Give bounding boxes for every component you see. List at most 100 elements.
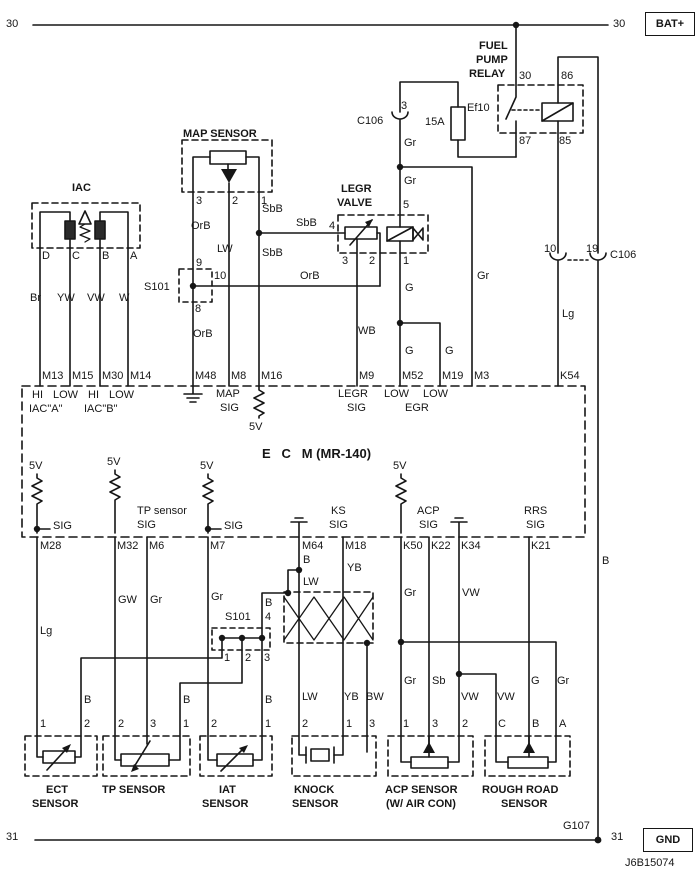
- label-relay-title-1: FUEL: [479, 40, 508, 52]
- label-fuse-rating: 15A: [425, 116, 445, 128]
- label-knock-pin-1: 1: [346, 718, 353, 730]
- label-wire-g-2: G: [405, 345, 414, 357]
- label-wire-yb-1: YB: [347, 562, 362, 574]
- label-acp-sig: SIG: [419, 519, 438, 531]
- label-fuse-name: Ef10: [467, 102, 490, 114]
- label-iac-pin-b: B: [102, 250, 110, 262]
- label-acp-name-2: (W/ AIR CON): [386, 798, 456, 810]
- label-wire-wb: WB: [358, 325, 376, 337]
- label-v5-m16: 5V: [249, 421, 263, 433]
- ect-sensor-box: [24, 735, 98, 777]
- iat-sensor-box: [199, 735, 273, 777]
- label-ecm-pin-k22: K22: [431, 540, 451, 552]
- label-map-sig-1: MAP: [216, 388, 240, 400]
- gnd-terminal-label: GND: [655, 834, 681, 846]
- label-acp-pin-3: 3: [432, 718, 439, 730]
- label-ect-pin-2: 2: [84, 718, 91, 730]
- label-v5-k50: 5V: [393, 460, 407, 472]
- label-wire-vw-k34b: VW: [461, 691, 479, 703]
- label-ecm-pin-m8: M8: [231, 370, 247, 382]
- label-wire-sbb-2: SbB: [296, 217, 317, 229]
- connector-c106-icon: [391, 111, 607, 841]
- map-sensor-box: [181, 139, 339, 387]
- label-tp-sig: SIG: [137, 519, 156, 531]
- label-knock-name-2: SENSOR: [292, 798, 339, 810]
- label-iat-name-2: SENSOR: [202, 798, 249, 810]
- label-iac-hi-1: HI: [32, 389, 43, 401]
- bat-terminal: BAT+: [645, 12, 695, 36]
- label-wire-gr-1: Gr: [404, 137, 417, 149]
- label-relay-pin-30: 30: [519, 70, 532, 82]
- label-drawing-code: J6B15074: [625, 857, 675, 869]
- label-relay-pin-87: 87: [519, 135, 532, 147]
- label-tp-pin-1: 1: [183, 718, 190, 730]
- label-iat-pin-2: 2: [211, 718, 218, 730]
- label-iac-low-2: LOW: [109, 389, 135, 401]
- label-wire-gr-k50b: Gr: [404, 675, 417, 687]
- label-c106b-pin-19: 19: [586, 243, 599, 255]
- label-legr-pin-2: 2: [369, 255, 376, 267]
- label-wire-g-1: G: [405, 282, 414, 294]
- label-wire-sb: Sb: [432, 675, 446, 687]
- label-relay-title-2: PUMP: [476, 54, 508, 66]
- label-bus-30-right: 30: [613, 18, 626, 30]
- label-bus-31-left: 31: [6, 831, 19, 843]
- label-map-pin-2: 2: [232, 195, 239, 207]
- label-iac-low-1: LOW: [53, 389, 79, 401]
- label-wire-vw-iac: VW: [87, 292, 105, 304]
- label-wire-lw-3: LW: [302, 691, 318, 703]
- label-rrs-lbl: RRS: [524, 505, 548, 517]
- label-connector-c106b: C106: [610, 249, 637, 261]
- label-iac-pin-d: D: [42, 250, 50, 262]
- label-map-sig-2: SIG: [220, 402, 239, 414]
- label-wire-gr-m3: Gr: [477, 270, 490, 282]
- tp-sensor-box: [102, 735, 191, 777]
- label-c106a-pin-3: 3: [401, 100, 408, 112]
- label-wire-gw: GW: [118, 594, 137, 606]
- label-ecm-pin-m3: M3: [474, 370, 490, 382]
- ecm-box: [21, 385, 586, 538]
- label-iac-a-coil: IAC"A": [29, 403, 63, 415]
- fuse-ef10: [399, 81, 517, 158]
- label-wire-gr-k50a: Gr: [404, 587, 417, 599]
- label-ecm-pin-m19: M19: [442, 370, 464, 382]
- label-wire-b-right: B: [602, 555, 610, 567]
- label-wire-b-m64: B: [303, 554, 311, 566]
- label-wire-sbb-3: SbB: [262, 247, 283, 259]
- label-map-title: MAP SENSOR: [183, 128, 257, 140]
- label-s101b-pin-4: 4: [265, 611, 272, 623]
- bus-30: [32, 21, 609, 29]
- legr-valve-box: [337, 214, 441, 387]
- label-ecm-pin-m7: M7: [210, 540, 226, 552]
- label-legr-pin-3: 3: [342, 255, 349, 267]
- label-wire-yb-2: YB: [344, 691, 359, 703]
- label-wire-gr-rra: Gr: [557, 675, 570, 687]
- gnd-terminal: GND: [643, 828, 693, 852]
- label-bus-30-left: 30: [6, 18, 19, 30]
- label-relay-title-3: RELAY: [469, 68, 506, 80]
- label-map-pin-1: 1: [261, 195, 268, 207]
- bat-terminal-label: BAT+: [655, 18, 685, 30]
- label-ecm-pin-m13: M13: [42, 370, 64, 382]
- label-wire-b-tp: B: [183, 694, 191, 706]
- label-ks-lbl: KS: [331, 505, 346, 517]
- label-iac-hi-2: HI: [88, 389, 99, 401]
- label-ecm-pin-m48: M48: [195, 370, 217, 382]
- label-wire-b-iat: B: [265, 694, 273, 706]
- label-wire-orb-2: OrB: [300, 270, 320, 282]
- label-ecm-pin-m18: M18: [345, 540, 367, 552]
- label-ecm-pin-m15: M15: [72, 370, 94, 382]
- label-iac-pin-c: C: [72, 250, 80, 262]
- label-connector-c106a: C106: [357, 115, 384, 127]
- rough-road-sensor-box: [484, 735, 571, 777]
- label-wire-vw-rr: VW: [497, 691, 515, 703]
- label-wire-sbb-1: SbB: [262, 203, 283, 215]
- label-rr-pin-a: A: [559, 718, 567, 730]
- label-acp-lbl: ACP: [417, 505, 440, 517]
- label-s101b-pin-2: 2: [245, 652, 252, 664]
- label-bus-31-right: 31: [611, 831, 624, 843]
- label-wire-orb-1: OrB: [191, 220, 211, 232]
- label-knock-pin-2: 2: [302, 718, 309, 730]
- label-legr-sig-2: SIG: [347, 402, 366, 414]
